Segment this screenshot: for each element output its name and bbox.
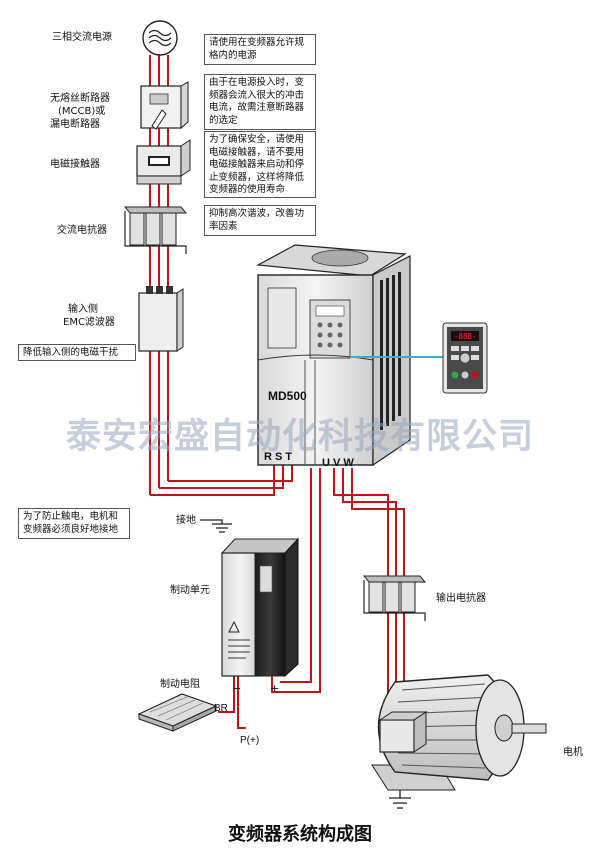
inverter-md500: MD500 R S T U V W bbox=[255, 244, 411, 469]
motor bbox=[371, 674, 547, 791]
label-emc-2: EMC滤波器 bbox=[63, 317, 115, 328]
label-brake-resistor: 制动电阻 bbox=[160, 679, 200, 690]
note-reactor: 抑制高次谐波，改善功 率因素 bbox=[204, 205, 316, 236]
circuit-breaker bbox=[140, 81, 189, 130]
label-output-reactor: 输出电抗器 bbox=[436, 593, 486, 604]
note-emc: 降低输入侧的电磁干扰 bbox=[18, 344, 136, 361]
label-power-source: 三相交流电源 bbox=[52, 32, 112, 43]
magnetic-contactor bbox=[136, 139, 191, 185]
label-minus-terminal: − bbox=[232, 682, 242, 695]
label-brake-unit: 制动单元 bbox=[170, 585, 210, 596]
brake-wires bbox=[218, 468, 321, 729]
emc-filter bbox=[138, 286, 184, 352]
braking-unit bbox=[220, 537, 300, 678]
label-contactor: 电磁接触器 bbox=[50, 159, 100, 170]
label-ground: 接地 bbox=[176, 515, 196, 526]
note-ground: 为了防止触电，电机和 变频器必须良好地接地 bbox=[18, 508, 130, 539]
output-reactor bbox=[362, 575, 427, 621]
label-emc-1: 输入侧 bbox=[68, 304, 98, 315]
note-breaker: 由于在电源投入时，变 频器会流入很大的冲击 电流，故需注意断路器 的选定 bbox=[204, 74, 316, 130]
watermark: 泰安宏盛自动化科技有限公司 bbox=[65, 417, 534, 457]
label-ac-reactor: 交流电抗器 bbox=[57, 225, 107, 236]
input-terminal-label: R S T bbox=[264, 451, 292, 463]
keypad-display: -888- bbox=[454, 332, 477, 341]
note-contactor: 为了确保安全，请使用 电磁接触器，请不要用 电磁接触器来启动和停 止变频器，这样… bbox=[204, 131, 316, 198]
ac-reactor bbox=[123, 206, 188, 254]
external-keypad: -888- bbox=[442, 322, 488, 394]
model-label: MD500 bbox=[268, 389, 307, 403]
label-mccb-3: 漏电断路器 bbox=[50, 119, 100, 130]
ac-power-source bbox=[142, 20, 178, 56]
output-terminal-label: U V W bbox=[322, 457, 354, 469]
label-mccb-2: (MCCB)或 bbox=[58, 106, 106, 117]
label-p-plus: P(+) bbox=[240, 735, 260, 746]
braking-resistor bbox=[137, 693, 218, 732]
label-br: BR bbox=[214, 703, 228, 714]
ground-symbol-inverter bbox=[200, 519, 232, 533]
label-mccb-1: 无熔丝断路器 bbox=[50, 93, 110, 104]
label-plus-terminal: + bbox=[270, 682, 280, 695]
diagram-caption: 变频器系统构成图 bbox=[228, 824, 372, 845]
note-power: 请使用在变频器允许规 格内的电源 bbox=[204, 34, 316, 65]
label-motor: 电机 bbox=[563, 747, 583, 758]
